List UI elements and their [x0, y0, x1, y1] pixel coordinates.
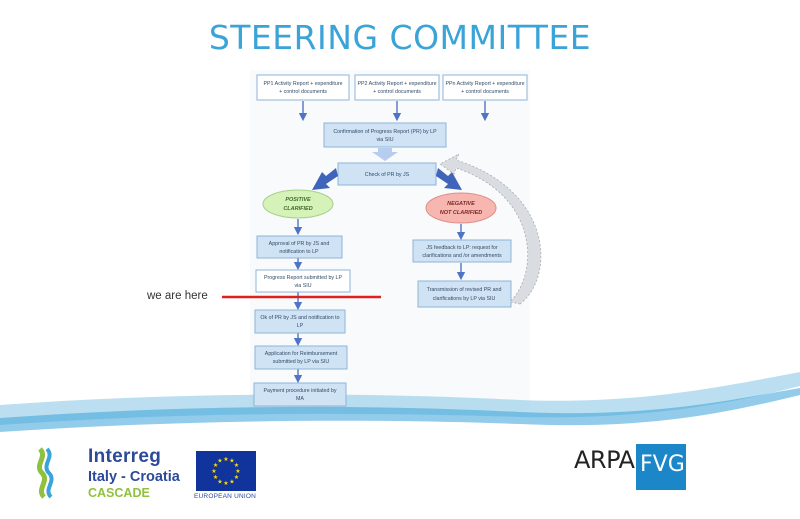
svg-text:★: ★: [217, 458, 222, 465]
svg-text:★: ★: [229, 458, 234, 465]
top-box-3-line1: PPn Activity Report + expenditure: [445, 81, 524, 87]
svg-text:★: ★: [234, 462, 239, 469]
block-arrow-left: [312, 168, 338, 190]
svg-text:★: ★: [213, 474, 218, 481]
block-arrow-right: [436, 168, 462, 190]
top-box-1-line1: PP1 Activity Report + expenditure: [263, 81, 342, 87]
interreg-brand: Interreg: [88, 446, 162, 467]
step-approval-line1: Approval of PR by JS and: [269, 241, 330, 247]
svg-text:★: ★: [223, 456, 228, 463]
step-transmission: Transmission of revised PR and clarifica…: [417, 280, 512, 308]
step-feedback-line1: JS feedback to LP: request for: [426, 245, 497, 251]
step-transmission-line1: Transmission of revised PR and: [427, 287, 502, 293]
step-js-feedback: JS feedback to LP: request for clarifica…: [412, 239, 512, 263]
step-application: Application for Reimbursement submitted …: [254, 345, 348, 370]
negative-line1: NEGATIVE: [447, 201, 475, 207]
step-payment-line2: MA: [296, 396, 304, 402]
step-transmission-line2: clarifications by LP via SIU: [433, 296, 496, 302]
svg-text:★: ★: [213, 462, 218, 469]
return-arrow: [439, 153, 542, 305]
svg-text:★: ★: [234, 474, 239, 481]
we-are-here-label: we are here: [147, 290, 208, 302]
check-line1: Check of PR by JS: [365, 172, 410, 178]
top-box-2: PP2 Activity Report + expenditure + cont…: [354, 74, 440, 101]
step-application-line2: submitted by LP via SIU: [273, 359, 330, 365]
step-ok-line1: Ok of PR by JS and notification to: [260, 315, 339, 321]
svg-text:★: ★: [223, 480, 228, 487]
confirmation-box: Confirmation of Progress Report (PR) by …: [323, 122, 447, 148]
interreg-logo: Interreg Italy - Croatia CASCADE ★★★ ★★★…: [36, 445, 266, 505]
svg-text:★: ★: [211, 468, 216, 475]
fvg-word: FVG: [640, 452, 685, 477]
fvg-block: FVG: [636, 444, 686, 490]
top-box-3: PPn Activity Report + expenditure + cont…: [442, 74, 528, 101]
step-progress-line1: Progress Report submitted by LP: [264, 275, 342, 281]
step-progress-report: Progress Report submitted by LP via SIU: [255, 269, 351, 293]
top-box-2-line1: PP2 Activity Report + expenditure: [357, 81, 436, 87]
positive-line1: POSITIVE: [285, 197, 311, 203]
confirmation-line2: via SIU: [376, 137, 393, 143]
page-title: STEERING COMMITTEE: [208, 18, 592, 57]
interreg-programme: Italy - Croatia: [88, 469, 180, 485]
confirmation-line1: Confirmation of Progress Report (PR) by …: [333, 129, 437, 135]
step-payment: Payment procedure initiated by MA: [253, 382, 347, 407]
interreg-project: CASCADE: [88, 486, 150, 500]
step-ok-pr: Ok of PR by JS and notification to LP: [254, 309, 346, 334]
step-approval-line2: notification to LP: [279, 249, 319, 255]
step-approval: Approval of PR by JS and notification to…: [256, 235, 343, 259]
step-ok-line2: LP: [297, 323, 304, 329]
block-arrow-down: [372, 148, 398, 161]
positive-oval: POSITIVE CLARIFIED: [262, 189, 334, 219]
svg-text:★: ★: [217, 478, 222, 485]
step-feedback-line2: clarifications and /or amendments: [422, 253, 502, 259]
step-progress-line2: via SIU: [294, 283, 311, 289]
svg-text:★: ★: [229, 478, 234, 485]
wave-decoration-2: [0, 388, 800, 432]
top-box-1: PP1 Activity Report + expenditure + cont…: [256, 74, 350, 101]
step-payment-line1: Payment procedure initiated by: [263, 388, 336, 394]
eu-label: EUROPEAN UNION: [194, 493, 257, 500]
top-box-3-line2: + control documents: [461, 89, 509, 95]
step-application-line1: Application for Reimbursement: [265, 351, 338, 357]
check-box: Check of PR by JS: [337, 162, 437, 186]
positive-line2: CLARIFIED: [283, 206, 312, 212]
eu-flag-icon: ★★★ ★★★ ★★★ ★★★: [196, 451, 256, 491]
arpa-fvg-logo: ARPA FVG: [574, 444, 686, 492]
top-box-1-line2: + control documents: [279, 89, 327, 95]
svg-text:★: ★: [235, 468, 240, 475]
arpa-word: ARPA: [574, 446, 635, 474]
interreg-wave-icon: [36, 447, 54, 499]
negative-line2: NOT CLARIFIED: [440, 210, 482, 216]
top-box-2-line2: + control documents: [373, 89, 421, 95]
negative-oval: NEGATIVE NOT CLARIFIED: [425, 192, 497, 224]
